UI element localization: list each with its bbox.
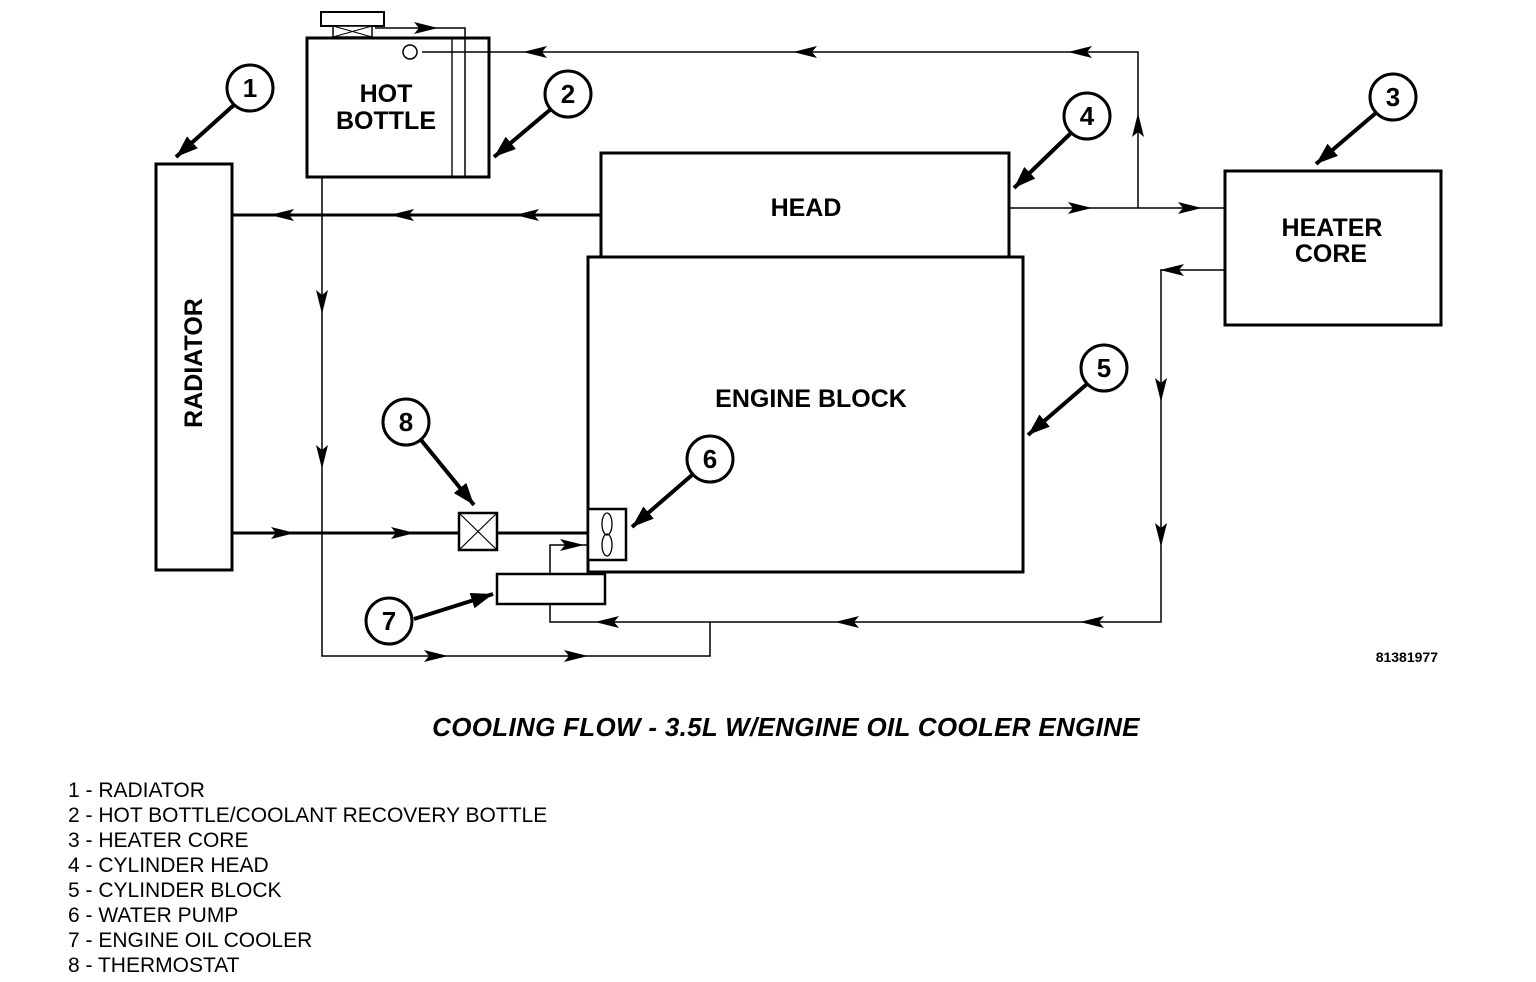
svg-text:7: 7 [382,606,396,636]
engine-oil-cooler [495,572,607,606]
legend-item: 7 - ENGINE OIL COOLER [68,929,313,952]
legend-item: 2 - HOT BOTTLE/COOLANT RECOVERY BOTTLE [68,804,548,827]
svg-text:6: 6 [703,444,717,474]
callout-leader [413,592,494,621]
callout-4: 4 [1062,91,1112,141]
callout-5: 5 [1079,343,1129,393]
callout-7: 7 [364,596,414,646]
engine-block-box [586,255,1025,574]
callout-leader [1026,382,1089,437]
hot-bottle: HOT BOTTLE [305,11,491,179]
heater-core-label-line1: HEATER [1282,214,1383,242]
callout-leader [1012,130,1074,190]
svg-text:3: 3 [1386,82,1400,112]
cooling-flow-diagram: RADIATOR HOT BOTTLE HEAD ENGINE BLOCK HE… [154,11,1443,665]
hot-bottle-box [305,36,491,179]
legend-item: 6 - WATER PUMP [68,904,239,927]
figure-id: 81381977 [1376,649,1439,665]
svg-text:2: 2 [561,79,575,109]
pump-impeller-blade [601,533,613,557]
cylinder-head: HEAD [599,151,1011,259]
legend: 1 - RADIATOR 2 - HOT BOTTLE/COOLANT RECO… [68,778,547,978]
hot-bottle-label-line2: BOTTLE [336,107,436,135]
engine-block-label: ENGINE BLOCK [715,385,907,413]
callout-leader [419,438,476,507]
legend-item: 8 - THERMOSTAT [68,954,240,977]
legend-item: 3 - HEATER CORE [68,829,249,852]
svg-text:1: 1 [243,73,257,103]
heater-core-box [1223,169,1443,327]
callouts: 1 2 3 4 5 6 7 8 [174,63,1418,646]
head-label: HEAD [771,194,842,222]
callout-6: 6 [685,434,735,484]
callout-3: 3 [1368,72,1418,122]
bottle-inlet-port [402,44,418,60]
radiator: RADIATOR [154,162,234,572]
callout-leader [492,107,553,159]
water-pump [586,507,628,562]
bottle-cap [320,11,385,27]
callout-1: 1 [225,63,275,113]
heater-core-label-line2: CORE [1295,240,1367,268]
heater-core: HEATER CORE [1223,169,1443,327]
svg-text:5: 5 [1097,353,1111,383]
thermostat [457,511,499,552]
engine-block: ENGINE BLOCK [586,255,1025,574]
hot-bottle-label-line1: HOT [360,80,413,108]
radiator-label: RADIATOR [180,298,208,428]
callout-leader [630,473,694,529]
callout-leader [1314,110,1379,166]
legend-item: 5 - CYLINDER BLOCK [68,879,282,902]
radiator-box [154,162,234,572]
flow-arrows [250,22,1215,662]
pump-impeller-blade [601,512,613,536]
callout-leader [174,102,237,159]
figure-caption: COOLING FLOW - 3.5L W/ENGINE OIL COOLER … [432,712,1140,742]
legend-item: 4 - CYLINDER HEAD [68,854,269,877]
bottle-outlet-line [321,178,711,657]
bottle-return-line [422,51,1139,208]
callout-2: 2 [543,69,593,119]
legend-item: 1 - RADIATOR [68,779,205,802]
oil-cooler-box [495,572,607,606]
svg-text:8: 8 [399,407,413,437]
head-box [599,151,1011,259]
callout-8: 8 [381,397,431,447]
svg-text:4: 4 [1080,101,1095,131]
cooler-to-pump-line [549,544,588,576]
